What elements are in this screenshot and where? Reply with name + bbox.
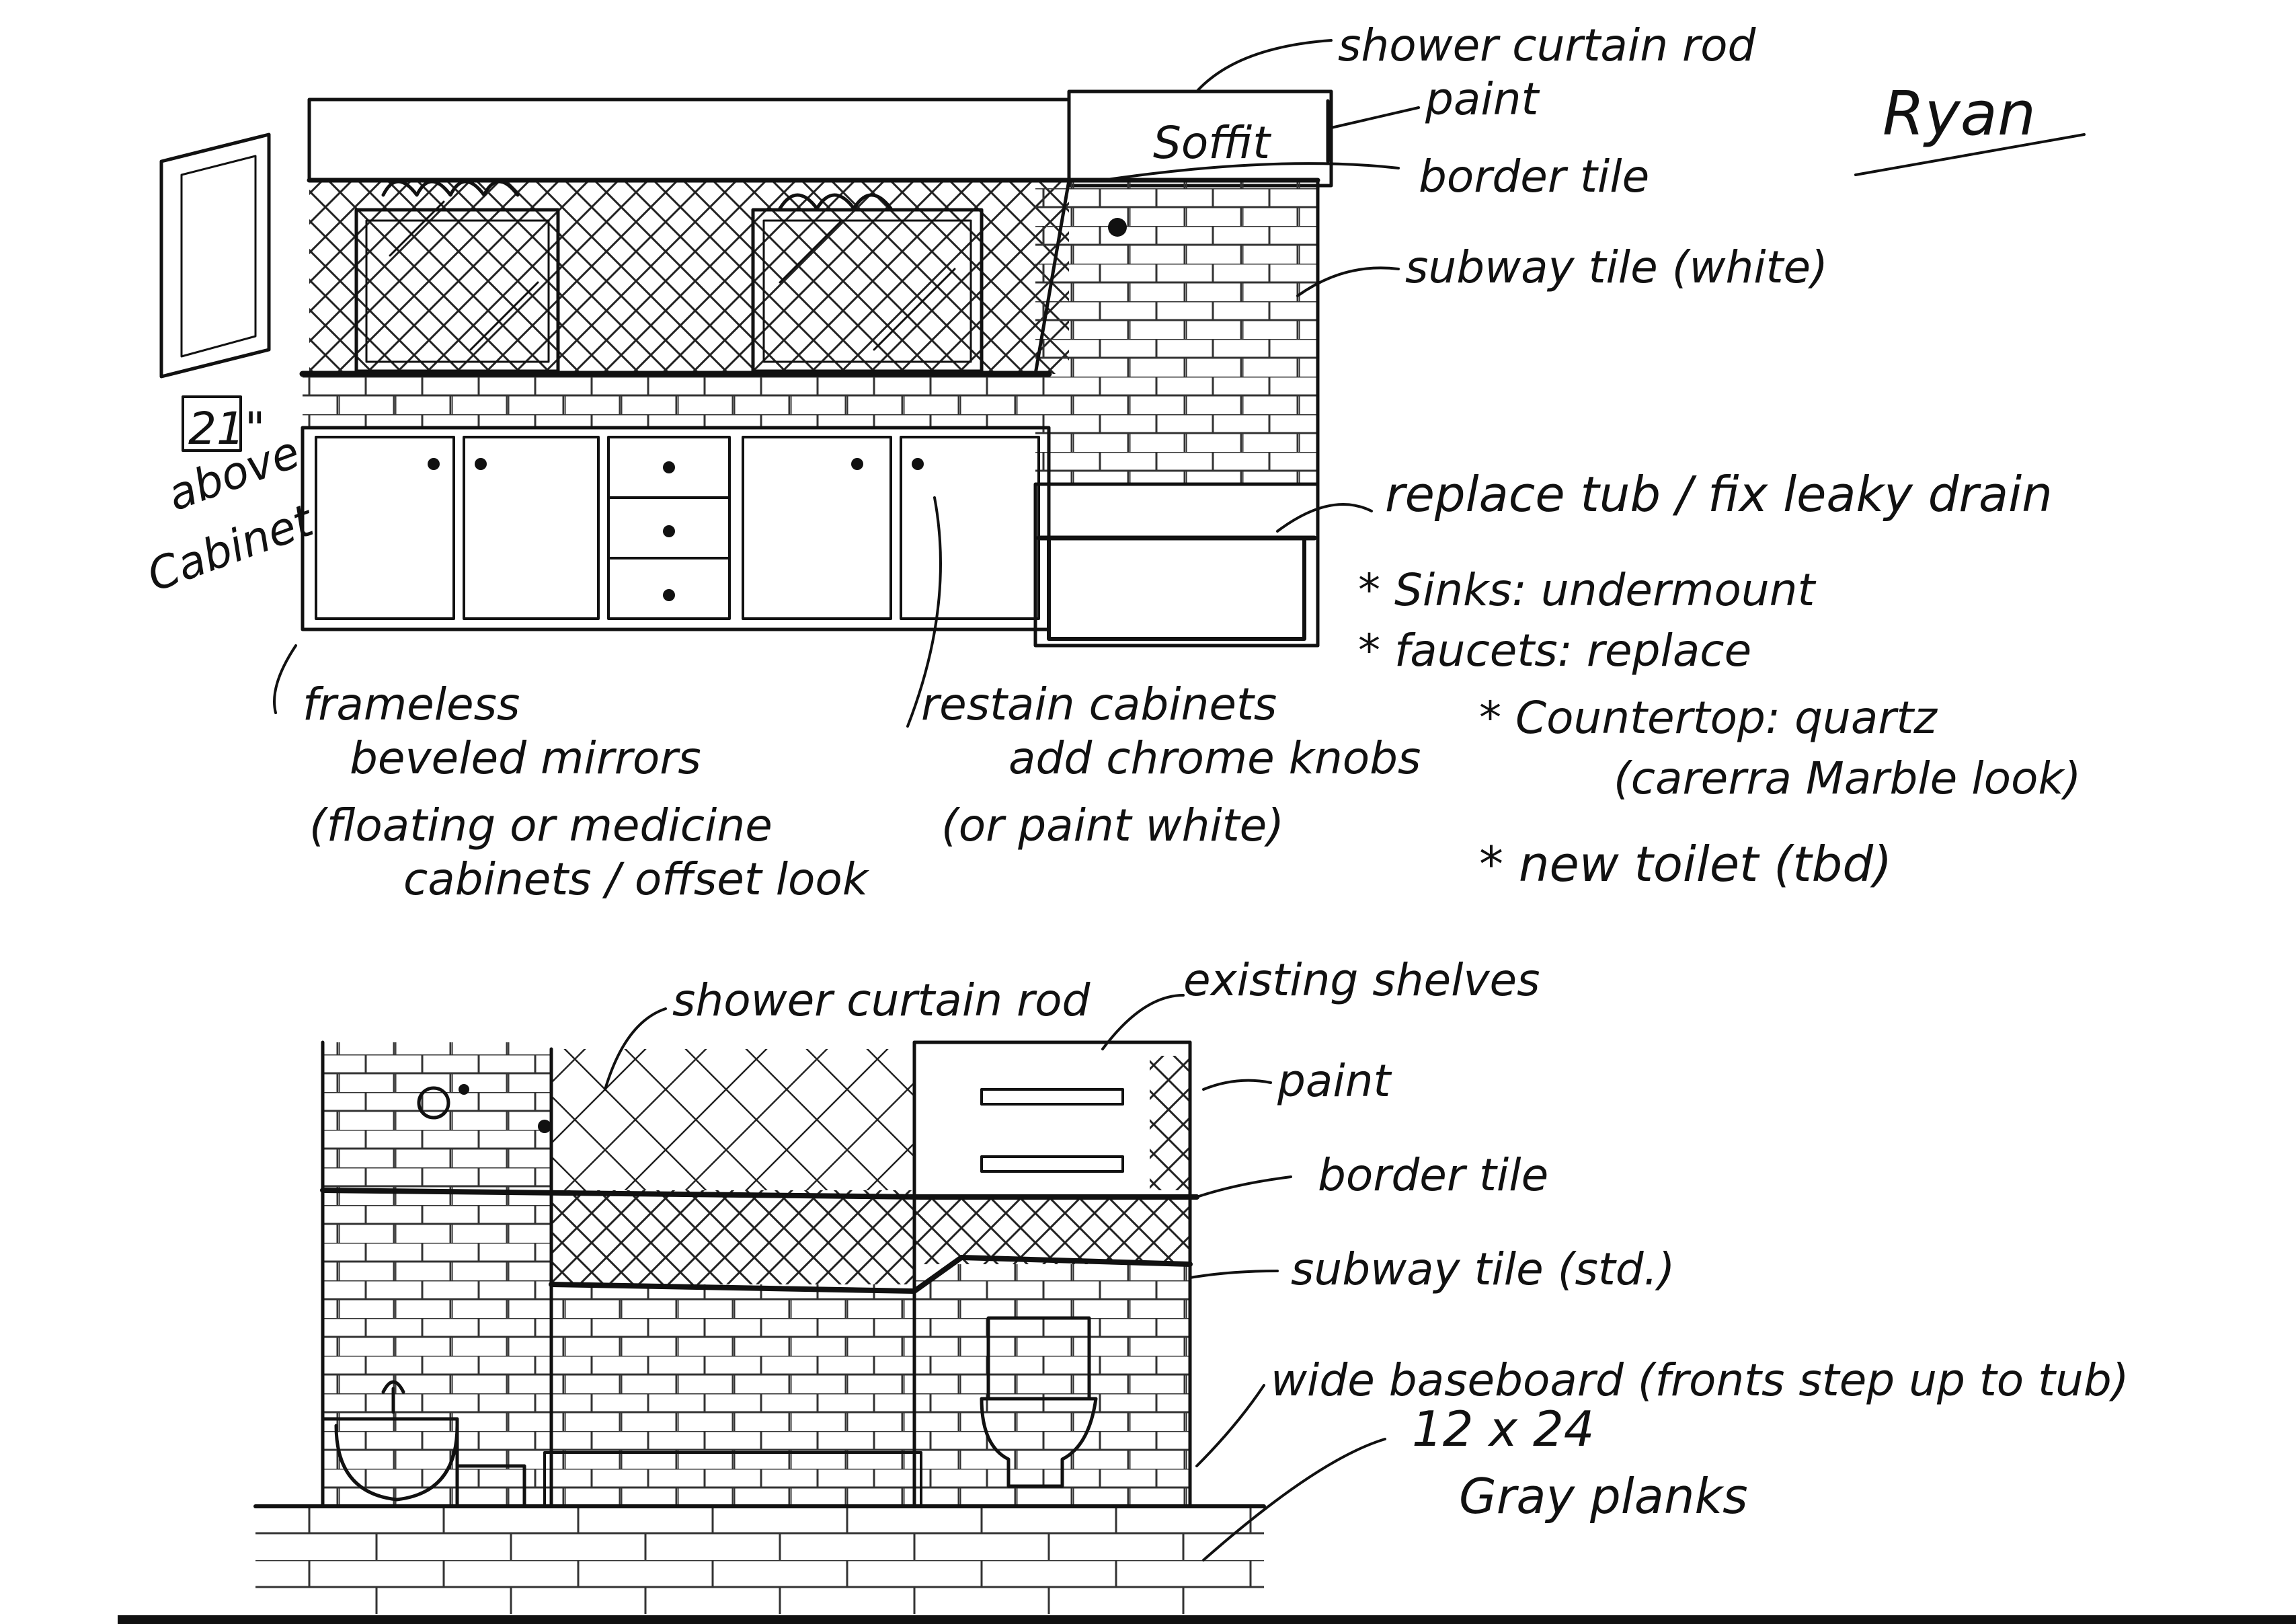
top-leaders xyxy=(273,39,1420,728)
note-sinks: * Sinks: undermount xyxy=(1358,564,1816,616)
dimension-box xyxy=(182,395,242,452)
bottom-label-shelves: existing shelves xyxy=(1183,954,1540,1006)
note-countertop: * Countertop: quartz xyxy=(1479,692,1938,744)
cabinet-knobs xyxy=(428,458,924,601)
tub-step-low xyxy=(455,1464,526,1508)
bottom-label-floor-size: 12 x 24 xyxy=(1412,1401,1595,1457)
label-shower-curtain-rod: shower curtain rod xyxy=(1338,20,1757,71)
mirrors-line-4: cabinets / offset look xyxy=(403,853,870,905)
shower-head xyxy=(1108,218,1127,237)
tub-step xyxy=(1033,482,1320,648)
cabinets-line-3: (or paint white) xyxy=(941,800,1284,851)
bottom-label-baseboard: wide baseboard (fronts step up to tub) xyxy=(1271,1354,2129,1406)
cabinet-door-left-1 xyxy=(315,436,455,620)
bottom-border-line xyxy=(320,1188,1199,1200)
label-cabinet: Cabinet xyxy=(141,494,321,602)
bottom-subway-middle xyxy=(551,1284,914,1506)
shelf-lower xyxy=(980,1155,1124,1173)
floor-planks xyxy=(255,1506,1264,1614)
light-fixture-right xyxy=(778,193,893,210)
shower-knob xyxy=(459,1084,469,1095)
note-faucets: * faucets: replace xyxy=(1358,625,1751,676)
cabinet-door-right-2 xyxy=(900,436,1040,620)
label-paint: paint xyxy=(1425,73,1540,125)
bottom-border-right xyxy=(914,1197,1190,1264)
shelves-alcove xyxy=(912,1040,1192,1199)
page-bottom-rule xyxy=(118,1615,2296,1624)
cabinets-line-1: restain cabinets xyxy=(921,679,1277,730)
vanity-elevation: 21" above Cabinet xyxy=(141,89,1333,648)
bottom-label-subway-tile: subway tile (std.) xyxy=(1291,1243,1675,1295)
bottom-label-border-tile: border tile xyxy=(1318,1149,1548,1201)
side-cabinet-inner xyxy=(180,155,257,358)
note-countertop-look: (carerra Marble look) xyxy=(1614,752,2081,804)
mirrors-line-2: beveled mirrors xyxy=(350,732,701,784)
vanity-border-hatch xyxy=(309,180,1069,374)
bottom-label-paint: paint xyxy=(1277,1055,1392,1107)
bottom-subway-left xyxy=(323,1042,551,1506)
tub-faucet xyxy=(381,1380,405,1414)
bottom-label-floor-type: Gray planks xyxy=(1459,1468,1748,1524)
tub-side xyxy=(321,1417,459,1508)
cabinet-door-left-2 xyxy=(463,436,600,620)
author-underline xyxy=(1854,133,2086,176)
cabinet-door-right-1 xyxy=(742,436,892,620)
vanity-cabinet xyxy=(301,426,1051,631)
subway-wall-right xyxy=(1035,180,1318,484)
tub-elevation xyxy=(253,1040,1266,1614)
bottom-border-hatch xyxy=(551,1190,914,1284)
wall-slant xyxy=(1033,178,1071,376)
backsplash xyxy=(303,374,1042,428)
dimension-label: 21" xyxy=(188,403,265,455)
label-tub: replace tub / fix leaky drain xyxy=(1385,466,2053,523)
alcove-side-hatch xyxy=(1150,1056,1190,1190)
shelf-upper xyxy=(980,1088,1124,1106)
shower-spout xyxy=(538,1120,551,1133)
shower-valve xyxy=(417,1086,450,1120)
bottom-subway-line xyxy=(549,1255,1193,1294)
author-name: Ryan xyxy=(1883,79,2036,149)
tub-front-hatch xyxy=(1047,536,1306,641)
mirror-left-bevel xyxy=(365,200,550,363)
mirrors-line-1: frameless xyxy=(303,679,520,730)
mirror-right-bevel xyxy=(762,219,972,363)
cabinets-line-2: add chrome knobs xyxy=(1008,732,1421,784)
label-soffit: Soffit xyxy=(1153,117,1271,169)
bottom-paint-area xyxy=(551,1049,914,1190)
bottom-label-shower-curtain-rod: shower curtain rod xyxy=(672,974,1091,1026)
soffit-paint-band xyxy=(307,98,1071,182)
label-subway-tile: subway tile (white) xyxy=(1405,241,1828,293)
note-toilet: * new toilet (tbd) xyxy=(1479,836,1892,892)
bottom-subway-right xyxy=(914,1264,1190,1506)
light-fixture-left xyxy=(381,180,520,197)
bottom-leaders xyxy=(604,994,1386,1561)
cabinet-drawers xyxy=(607,436,731,620)
toilet-bowl xyxy=(980,1397,1098,1488)
mirrors-line-3: (floating or medicine xyxy=(309,800,773,851)
bottom-walls-outline xyxy=(321,1040,1192,1508)
side-cabinet xyxy=(159,132,271,379)
label-border-tile: border tile xyxy=(1419,151,1649,202)
